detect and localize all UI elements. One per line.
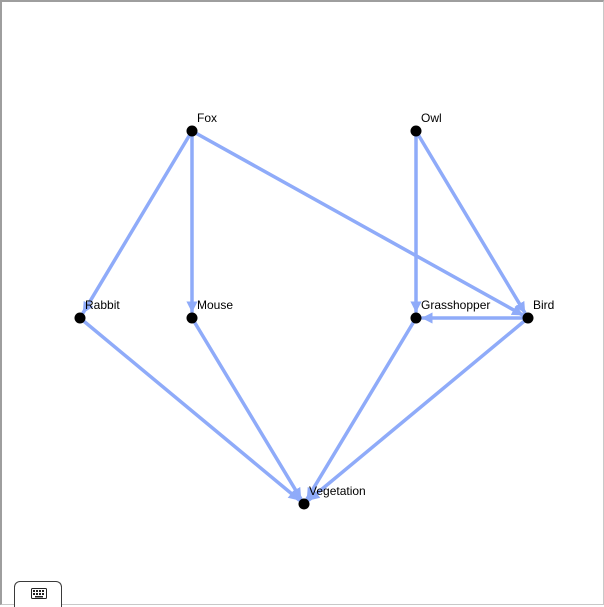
keyboard-toggle-button[interactable] xyxy=(14,581,62,607)
node-label-fox: Fox xyxy=(197,111,217,125)
node-mouse[interactable]: Mouse xyxy=(186,298,234,324)
node-bird[interactable]: Bird xyxy=(522,298,555,324)
node-point-bird[interactable] xyxy=(522,312,534,324)
node-label-bird: Bird xyxy=(533,298,554,312)
node-point-owl[interactable] xyxy=(410,125,422,137)
node-point-vegetation[interactable] xyxy=(298,498,310,510)
edge-owl-to-bird xyxy=(414,130,527,315)
edge-rabbit-to-vegetation xyxy=(79,316,301,502)
edges-layer xyxy=(79,129,529,502)
node-vegetation[interactable]: Vegetation xyxy=(298,484,366,510)
edge-fox-to-rabbit xyxy=(81,130,194,315)
edge-mouse-to-vegetation xyxy=(190,317,303,501)
edge-bird-to-vegetation xyxy=(307,316,529,502)
edge-grasshopper-to-vegetation xyxy=(305,317,418,501)
node-label-grasshopper: Grasshopper xyxy=(421,298,490,312)
node-label-mouse: Mouse xyxy=(197,298,233,312)
node-point-mouse[interactable] xyxy=(186,312,198,324)
node-grasshopper[interactable]: Grasshopper xyxy=(410,298,491,324)
node-owl[interactable]: Owl xyxy=(410,111,442,137)
node-label-rabbit: Rabbit xyxy=(85,298,120,312)
keyboard-icon xyxy=(31,588,47,599)
node-point-fox[interactable] xyxy=(186,125,198,137)
node-fox[interactable]: Fox xyxy=(186,111,218,137)
node-label-vegetation: Vegetation xyxy=(309,484,366,498)
node-point-rabbit[interactable] xyxy=(74,312,86,324)
node-point-grasshopper[interactable] xyxy=(410,312,422,324)
node-label-owl: Owl xyxy=(421,111,442,125)
node-rabbit[interactable]: Rabbit xyxy=(74,298,121,324)
edge-fox-to-bird xyxy=(191,129,525,317)
